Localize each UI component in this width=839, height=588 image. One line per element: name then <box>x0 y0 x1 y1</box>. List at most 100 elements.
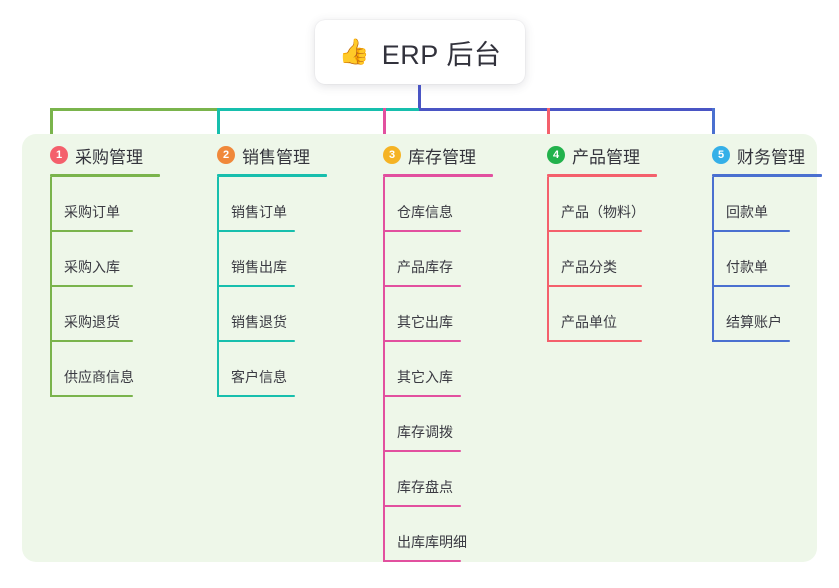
branch-item-label: 回款单 <box>726 204 768 220</box>
branch-item-label: 出库库明细 <box>397 534 467 550</box>
branch-item-rule <box>217 285 295 287</box>
branch-item[interactable]: 库存调拨 <box>369 397 514 452</box>
branch-item-rule <box>383 230 461 232</box>
branch-header-5[interactable]: 5 财务管理 <box>698 142 838 168</box>
branch-header-rule-1 <box>50 174 160 177</box>
branch-item-rule <box>217 230 295 232</box>
branch-item-rule <box>712 340 790 342</box>
thumbs-up-icon: 👍 <box>338 37 370 66</box>
branch-item-label: 销售退货 <box>231 314 287 330</box>
branch-spine-2 <box>217 177 219 397</box>
root-node-title: ERP 后台 <box>381 39 502 70</box>
branch-spine-5 <box>712 177 714 342</box>
branch-stem-4 <box>547 108 550 142</box>
connector-segment-3 <box>419 108 715 111</box>
branch-item[interactable]: 回款单 <box>698 177 838 232</box>
branch-item-label: 产品库存 <box>397 259 453 275</box>
branch-item-rule <box>383 340 461 342</box>
branch-title-2: 销售管理 <box>242 147 310 167</box>
branches-panel <box>22 134 817 562</box>
branch-item-rule <box>712 285 790 287</box>
branch-spine-4 <box>547 177 549 342</box>
branch-item[interactable]: 供应商信息 <box>36 342 186 397</box>
branch-item-label: 库存盘点 <box>397 479 453 495</box>
root-node[interactable]: 👍 ERP 后台 <box>315 20 525 84</box>
branch-item-rule <box>50 395 133 397</box>
branch-item-label: 产品分类 <box>561 259 617 275</box>
branch-item-label: 供应商信息 <box>64 369 134 385</box>
branch-item[interactable]: 出库库明细 <box>369 507 514 562</box>
branch-header-3[interactable]: 3 库存管理 <box>369 142 514 168</box>
branch-item-rule <box>217 395 295 397</box>
branch-number-badge-1: 1 <box>50 146 68 164</box>
branch-column-1: 1 采购管理采购订单采购入库采购退货供应商信息 <box>36 142 186 397</box>
branch-title-3: 库存管理 <box>408 147 476 167</box>
branch-header-rule-3 <box>383 174 493 177</box>
branch-item[interactable]: 产品分类 <box>533 232 678 287</box>
branch-item[interactable]: 产品库存 <box>369 232 514 287</box>
branch-item[interactable]: 销售订单 <box>203 177 348 232</box>
branch-header-rule-5 <box>712 174 822 177</box>
branch-item[interactable]: 客户信息 <box>203 342 348 397</box>
branch-item[interactable]: 仓库信息 <box>369 177 514 232</box>
branch-item[interactable]: 采购退货 <box>36 287 186 342</box>
branch-number-badge-4: 4 <box>547 146 565 164</box>
branch-item-rule <box>712 230 790 232</box>
branch-item-rule <box>547 340 642 342</box>
branch-item-rule <box>50 340 133 342</box>
branch-column-4: 4 产品管理产品（物料） 产品分类产品单位 <box>533 142 678 342</box>
branch-title-5: 财务管理 <box>737 147 805 167</box>
branch-item[interactable]: 销售出库 <box>203 232 348 287</box>
branch-header-1[interactable]: 1 采购管理 <box>36 142 186 168</box>
branch-item[interactable]: 产品单位 <box>533 287 678 342</box>
branch-stem-2 <box>217 108 220 142</box>
branch-column-3: 3 库存管理仓库信息产品库存其它出库其它入库库存调拨库存盘点出库库明细 <box>369 142 514 562</box>
branch-item[interactable]: 产品（物料） <box>533 177 678 232</box>
branch-number-badge-3: 3 <box>383 146 401 164</box>
branch-header-rule-4 <box>547 174 657 177</box>
branch-item[interactable]: 其它出库 <box>369 287 514 342</box>
branch-item-label: 采购退货 <box>64 314 120 330</box>
branch-item-rule <box>383 505 461 507</box>
branch-item-label: 采购订单 <box>64 204 120 220</box>
branch-item-rule <box>383 395 461 397</box>
branch-item-list-1: 采购订单采购入库采购退货供应商信息 <box>36 177 186 397</box>
branch-item[interactable]: 其它入库 <box>369 342 514 397</box>
branch-item[interactable]: 付款单 <box>698 232 838 287</box>
root-node-content: 👍 ERP 后台 <box>339 33 502 72</box>
branch-item[interactable]: 库存盘点 <box>369 452 514 507</box>
root-stem-connector <box>418 85 421 111</box>
connector-segment-1 <box>50 108 217 111</box>
branch-stem-3 <box>383 108 386 142</box>
branch-item-rule <box>50 230 133 232</box>
branch-item-label: 销售订单 <box>231 204 287 220</box>
branch-item-label: 采购入库 <box>64 259 120 275</box>
branch-item[interactable]: 结算账户 <box>698 287 838 342</box>
branch-header-4[interactable]: 4 产品管理 <box>533 142 678 168</box>
branch-title-4: 产品管理 <box>572 147 640 167</box>
branch-item-rule <box>383 560 461 562</box>
connector-segment-2 <box>217 108 419 111</box>
branch-header-rule-2 <box>217 174 327 177</box>
branch-item-rule <box>217 340 295 342</box>
branch-column-5: 5 财务管理回款单付款单结算账户 <box>698 142 838 342</box>
branch-item[interactable]: 采购入库 <box>36 232 186 287</box>
branch-item[interactable]: 销售退货 <box>203 287 348 342</box>
branch-item-label: 其它出库 <box>397 314 453 330</box>
branch-item-label: 销售出库 <box>231 259 287 275</box>
branch-item-label: 客户信息 <box>231 369 287 385</box>
branch-stem-5 <box>712 108 715 142</box>
branch-item-label: 产品（物料） <box>561 204 645 220</box>
branch-number-badge-5: 5 <box>712 146 730 164</box>
branch-item-list-2: 销售订单销售出库销售退货客户信息 <box>203 177 348 397</box>
branch-item[interactable]: 采购订单 <box>36 177 186 232</box>
branch-spine-3 <box>383 177 385 562</box>
branch-item-label: 结算账户 <box>726 314 782 330</box>
branch-item-list-5: 回款单付款单结算账户 <box>698 177 838 342</box>
branch-item-label: 仓库信息 <box>397 204 453 220</box>
branch-title-1: 采购管理 <box>75 147 143 167</box>
branch-item-rule <box>383 285 461 287</box>
